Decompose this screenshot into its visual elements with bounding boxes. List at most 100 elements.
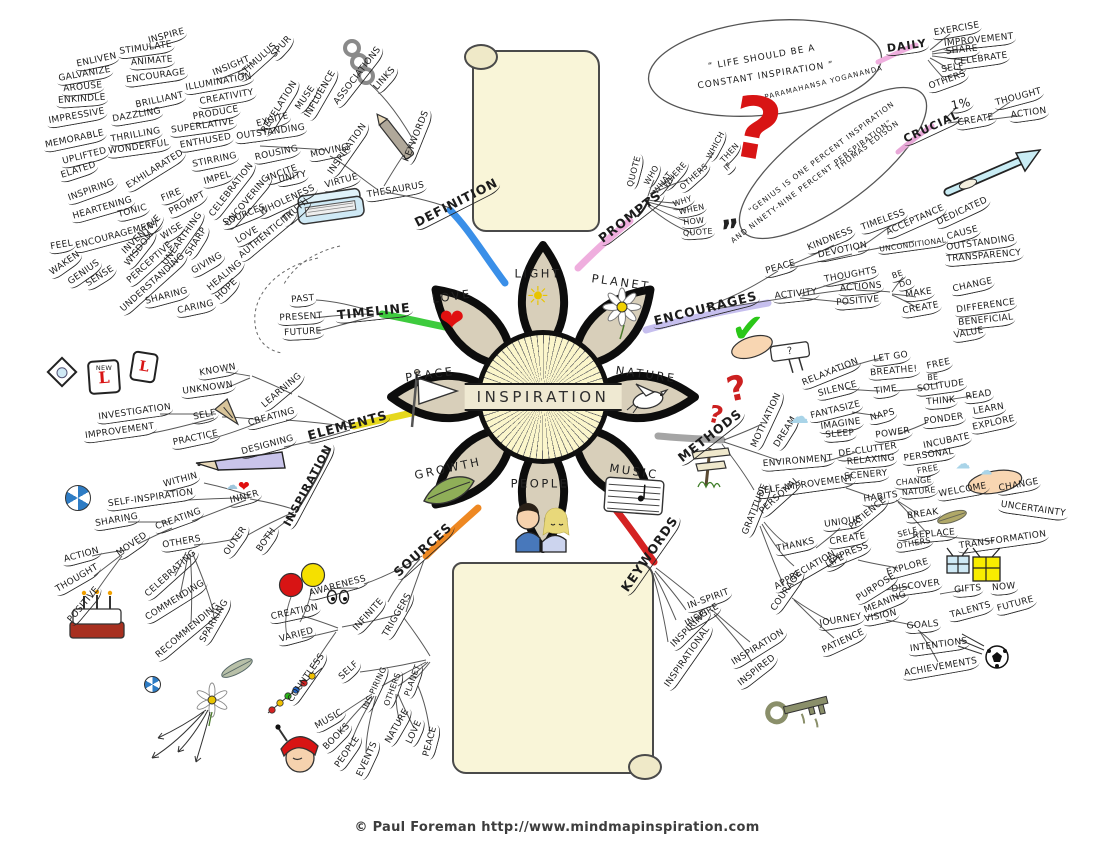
word-definition: LINKS bbox=[371, 64, 401, 96]
word-methods: TALENTS bbox=[947, 600, 995, 624]
check-icon: ✔ bbox=[731, 306, 765, 352]
word-sources: TRIGGERS bbox=[380, 590, 418, 642]
inspiration-branch-curve bbox=[295, 449, 331, 513]
petal-label: GROWTH bbox=[413, 454, 483, 483]
thesaurus-book-icon bbox=[296, 187, 365, 225]
down-arrows-icon bbox=[151, 709, 211, 763]
word-sources: PEACE bbox=[422, 723, 443, 761]
word-prompts: QUOTE bbox=[680, 227, 716, 241]
daisy-icon bbox=[196, 682, 228, 727]
word-sources: VARIED bbox=[276, 626, 318, 648]
flag-icon bbox=[410, 369, 460, 428]
word-encourages: POSITIVE bbox=[833, 294, 883, 311]
branch-daily-label: DAILY bbox=[884, 37, 930, 57]
petal-label: PEACE bbox=[404, 363, 456, 385]
word-sources: PLANET bbox=[403, 661, 426, 701]
word-definition: DAZZLING bbox=[109, 106, 165, 128]
question-mark-icon: ? bbox=[722, 76, 790, 184]
word-encourages: PEACE bbox=[762, 258, 800, 280]
cloud-icon: ☁ bbox=[955, 454, 971, 473]
word-elements: LEARNING bbox=[259, 370, 307, 414]
arrow-icon bbox=[943, 149, 1042, 197]
petal-label: MUSIC bbox=[608, 460, 660, 482]
word-methods: RELAXING bbox=[844, 453, 898, 471]
petal-label: PEOPLE bbox=[510, 476, 570, 491]
chain-links-icon bbox=[343, 39, 375, 85]
word-definition: THESAURUS bbox=[364, 180, 428, 204]
daisy-icon bbox=[602, 287, 642, 340]
crucial-branch-curve bbox=[895, 123, 935, 155]
word-methods: ENVIRONMENT bbox=[760, 453, 836, 472]
word-encourages: CHANGE bbox=[950, 276, 996, 298]
word-methods: BREAK bbox=[904, 507, 942, 525]
word-methods: NAPS bbox=[867, 407, 899, 427]
gift-icons bbox=[946, 547, 1001, 582]
sun-icon: ☀ bbox=[526, 282, 550, 312]
eyes-icon bbox=[326, 589, 350, 605]
word-crucial: ACTION bbox=[1008, 106, 1050, 124]
word-inspiration: SHARING bbox=[92, 512, 142, 532]
scroll-parchment-top bbox=[464, 44, 600, 232]
word-inspiration: CREATING bbox=[152, 506, 206, 536]
prompts-branch-curve bbox=[574, 217, 634, 272]
pen-nib-icon bbox=[213, 398, 240, 426]
word-definition: OUTSTANDING bbox=[233, 123, 309, 145]
word-methods: FREE bbox=[924, 357, 954, 375]
word-inspiration: SELF-INSPIRATION bbox=[105, 487, 197, 512]
balloons-icon bbox=[278, 562, 326, 636]
word-inspiration: POSITIVE bbox=[65, 584, 105, 628]
word-definition: VIRTUE bbox=[322, 172, 362, 194]
dove-icon bbox=[626, 383, 669, 414]
word-crucial: 1% bbox=[947, 95, 975, 115]
word-methods: ACHIEVEMENTS bbox=[901, 656, 981, 682]
word-inspiration: OTHERS bbox=[159, 534, 205, 554]
daily-branch-curve bbox=[875, 42, 919, 65]
word-methods: GOALS bbox=[904, 619, 942, 635]
branch-keywords-label: KEYWORDS bbox=[618, 512, 684, 598]
word-methods: CHANGE bbox=[996, 477, 1042, 497]
music-staff-icon bbox=[603, 476, 665, 516]
word-elements: NEW bbox=[95, 363, 113, 372]
word-methods: PONDER bbox=[921, 412, 967, 430]
olive-leaf-icon bbox=[937, 509, 967, 525]
thinking-cap-icon bbox=[275, 724, 319, 773]
word-methods: UNCERTAINTY bbox=[997, 500, 1069, 522]
petal-label: LOVE bbox=[431, 286, 473, 306]
scroll-parchment-bottom bbox=[452, 562, 662, 780]
soccer-ball-icon bbox=[957, 633, 1009, 669]
cloud-icon: ☁ bbox=[788, 404, 810, 428]
branch-inspiration-label: INSPIRATION bbox=[280, 441, 338, 531]
word-methods: THINK bbox=[924, 395, 958, 411]
cake-icon bbox=[69, 589, 125, 639]
word-elements: INVESTIGATION bbox=[95, 402, 175, 426]
pencil-icon bbox=[195, 451, 286, 471]
word-sources: CREATION bbox=[268, 602, 322, 626]
heart-icon: ❤ bbox=[439, 303, 465, 338]
word-elements: SELF bbox=[190, 408, 220, 426]
beads-icon bbox=[267, 667, 323, 714]
leaf-icon bbox=[423, 476, 475, 505]
word-sources: AWARENESS bbox=[306, 574, 370, 602]
center-title: INSPIRATION bbox=[464, 383, 622, 411]
word-elements: IMPROVEMENT bbox=[82, 421, 158, 444]
couple-icon bbox=[515, 503, 570, 553]
word-definition: CARING bbox=[174, 299, 218, 319]
quote-bubbles bbox=[647, 19, 928, 240]
word-methods: THANKS bbox=[773, 536, 819, 558]
word-definition: SPUR bbox=[268, 33, 298, 63]
word-timeline: FUTURE bbox=[281, 326, 325, 341]
branch-elements-label: ELEMENTS bbox=[304, 407, 392, 446]
word-elements: PRACTICE bbox=[170, 429, 222, 451]
word-methods: WELCOME bbox=[936, 481, 990, 503]
petal-label: LIGHT bbox=[514, 266, 562, 281]
methods-branch-curve bbox=[654, 432, 726, 444]
sign-icon bbox=[769, 341, 811, 374]
word-methods: TIME bbox=[871, 384, 901, 400]
beach-ball-icon bbox=[144, 676, 161, 693]
word-definition: STIRRING bbox=[189, 151, 241, 173]
word-timeline: PRESENT bbox=[277, 311, 325, 326]
branch-swooshes bbox=[295, 42, 935, 566]
word-methods: NOW bbox=[989, 581, 1019, 596]
